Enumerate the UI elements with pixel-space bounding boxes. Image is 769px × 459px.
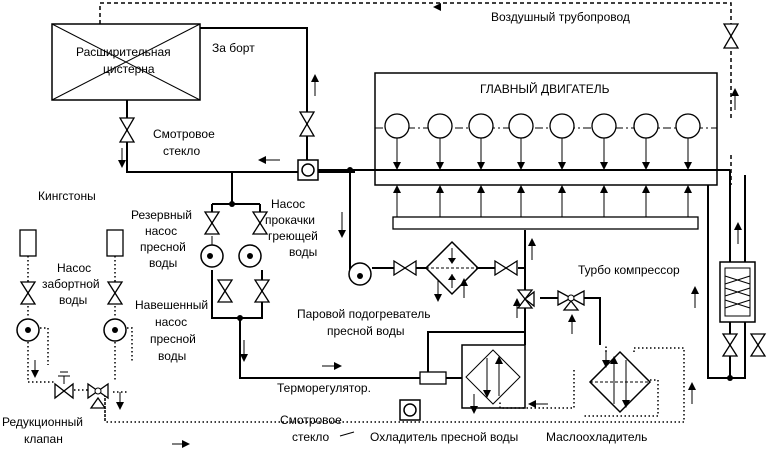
heating-pump-label-1: Насос <box>271 197 305 211</box>
fresh-water-cooler <box>461 344 526 409</box>
sight-glass-bottom-label-1: Смотровое <box>280 413 342 427</box>
down-arrow-icon <box>602 350 610 368</box>
down-arrow-icon <box>116 392 124 410</box>
thermoregulator-label: Терморегулятор. <box>277 381 371 395</box>
turbo-compressor <box>719 261 756 323</box>
reserve-lower-valve[interactable] <box>216 279 234 303</box>
sight-glass-top-label-1: Смотровое <box>153 127 215 141</box>
reserve-pump-label-2: насос <box>145 224 177 238</box>
steam-heater-label-1: Паровой подогреватель <box>297 307 430 321</box>
engine-inlet-pipe <box>524 268 601 345</box>
reserve-pump-label-3: пресной <box>140 240 186 254</box>
attached-pump-label-2: насос <box>155 315 187 329</box>
expansion-tank <box>51 23 201 101</box>
kingston-left <box>19 229 37 257</box>
reserve-pump-label-4: воды <box>149 256 177 270</box>
sea-pump-label-2: забортной <box>42 277 100 291</box>
sight-glass-top <box>297 159 319 181</box>
three-way-sea-valve[interactable] <box>87 382 109 409</box>
up-arrow-icon <box>513 298 521 318</box>
attached-pump-label-1: Навешенный <box>135 298 208 312</box>
left-arrow-icon <box>258 156 280 164</box>
air-vent-valve[interactable] <box>722 23 740 49</box>
main-engine-label: ГЛАВНЫЙ ДВИГАТЕЛЬ <box>480 81 610 96</box>
air-pipeline-label: Воздушный трубопровод <box>491 10 630 24</box>
steam-heater-arrows <box>434 278 468 302</box>
down-arrow-icon <box>31 360 39 378</box>
sight-glass-top-label-2: стекло <box>163 144 201 158</box>
reducing-valve-label-1: Редукционный <box>2 415 83 429</box>
overboard-valve[interactable] <box>298 111 316 137</box>
steam-heater-label-2: пресной воды <box>327 324 404 338</box>
up-arrow-icon <box>528 238 536 260</box>
engine-cylinders <box>384 113 701 139</box>
attached-pump-label-3: пресной <box>150 332 196 346</box>
turbo-valve-right[interactable] <box>749 333 767 357</box>
heating-pump[interactable] <box>348 262 372 286</box>
kingstons-label: Кингстоны <box>38 189 96 203</box>
overboard-label: За борт <box>212 41 255 55</box>
up-arrow-icon <box>691 286 699 308</box>
three-way-valve[interactable] <box>516 289 535 309</box>
sea-pump-label-3: воды <box>59 293 87 307</box>
inlet-arrows <box>393 185 692 217</box>
cooler-outlet-arrow <box>470 394 478 414</box>
cooler-pipes <box>427 331 526 379</box>
expansion-tank-label-2: цистерна <box>103 62 155 76</box>
reserve-pump[interactable] <box>200 236 224 268</box>
up-arrow-icon <box>731 88 739 110</box>
left-arrow-icon <box>528 400 548 408</box>
reducing-valve[interactable] <box>54 371 74 400</box>
reserve-pump-valve[interactable] <box>203 211 221 235</box>
fresh-cooler-label: Охладитель пресной воды <box>370 430 518 444</box>
sea-pump-label-1: Насос <box>57 261 91 275</box>
sight-glass-bottom-label-2: стекло <box>292 430 330 444</box>
attached-pump-label-4: воды <box>158 349 186 363</box>
thermoregulator[interactable] <box>419 371 447 385</box>
attached-pump-valve[interactable] <box>251 211 269 235</box>
down-arrow-icon <box>240 340 248 362</box>
steam-heater <box>424 240 480 296</box>
oil-cooler-valve[interactable] <box>557 289 585 311</box>
sea-valve-left[interactable] <box>19 281 37 305</box>
sea-pump-left[interactable] <box>16 318 40 342</box>
cylinder-outlet-arrows <box>393 138 692 170</box>
oil-cooler <box>588 350 652 414</box>
reducing-valve-label-2: клапан <box>24 432 63 446</box>
kingston-right <box>106 229 124 257</box>
heating-pump-label-3: греющей <box>268 229 318 243</box>
leader-lines <box>339 431 355 437</box>
sight-glass-bottom <box>399 399 421 421</box>
right-arrow-icon <box>172 440 190 448</box>
turbo-valve-left[interactable] <box>721 333 739 357</box>
up-arrow-icon <box>311 74 319 96</box>
heating-pump-label-2: прокачки <box>265 213 315 227</box>
sea-pump-right[interactable] <box>103 318 127 342</box>
oil-cooler-label: Маслоохладитель <box>546 430 647 444</box>
outlet-collector <box>318 167 730 173</box>
right-arrow-icon <box>322 362 342 370</box>
inlet-manifold <box>392 216 699 230</box>
reserve-pump-label-1: Резервный <box>131 208 192 222</box>
sea-valve-right[interactable] <box>106 281 124 305</box>
up-arrow-icon <box>688 382 696 404</box>
attached-pump[interactable] <box>238 244 262 268</box>
tank-valve[interactable] <box>118 117 136 143</box>
sea-water-lines <box>27 256 133 422</box>
up-arrow-icon <box>568 314 576 334</box>
up-arrow-icon <box>734 222 742 244</box>
pump-block-pipes <box>211 172 420 379</box>
heater-inlet-valve[interactable] <box>393 259 417 277</box>
attached-lower-valve[interactable] <box>253 279 271 303</box>
expansion-tank-label-1: Расширительная <box>76 45 171 59</box>
down-arrow-icon <box>118 148 126 168</box>
down-arrow-icon <box>338 212 346 238</box>
heating-pump-label-4: воды <box>289 245 317 259</box>
heater-outlet-valve[interactable] <box>494 259 518 277</box>
turbo-compressor-label: Турбо компрессор <box>578 263 680 277</box>
